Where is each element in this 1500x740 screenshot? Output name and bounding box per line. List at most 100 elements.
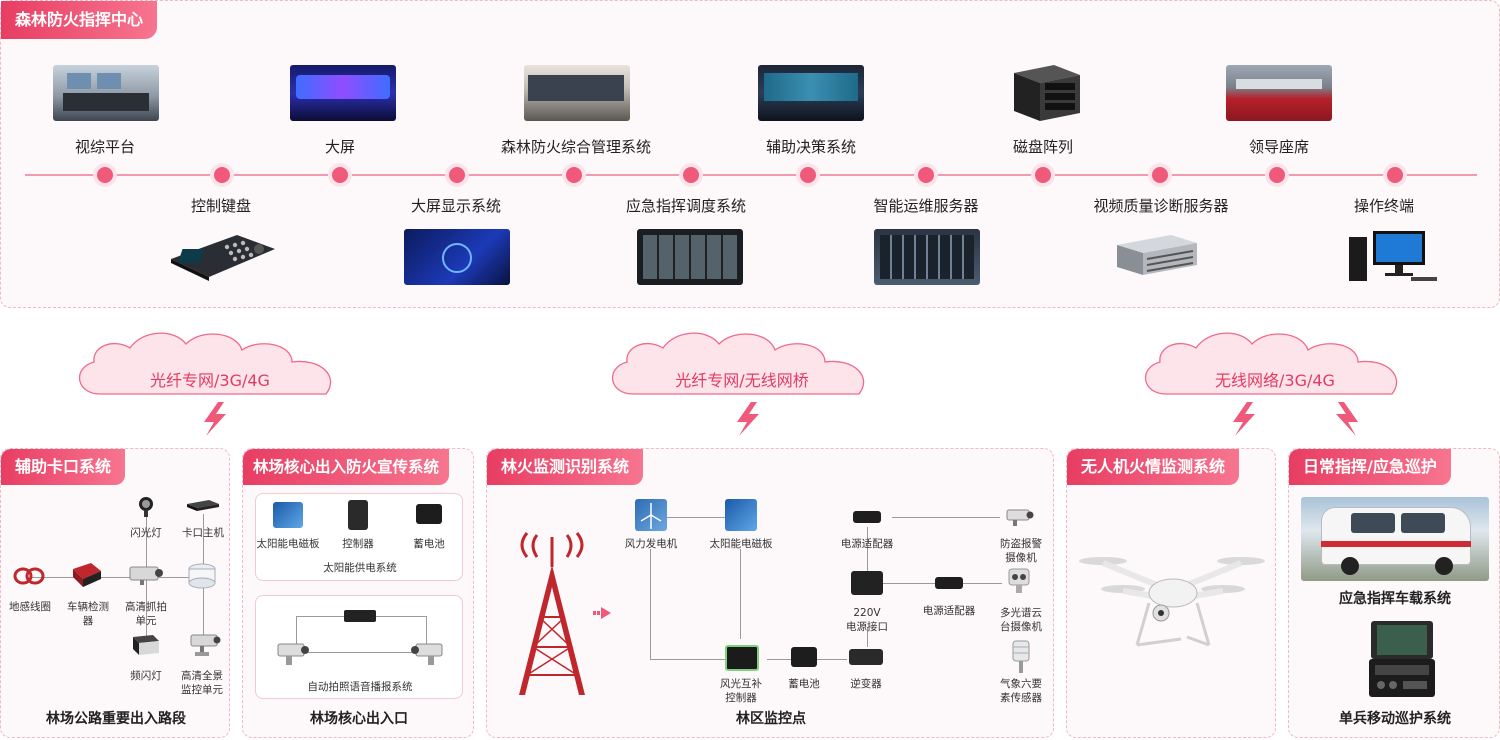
strobe-lamp-icon — [131, 633, 161, 657]
control-keyboard-image — [167, 229, 277, 281]
cloud-fiber-label: 光纤专网/3G/4G — [150, 371, 270, 390]
label-screen-display: 大屏显示系统 — [410, 197, 501, 215]
timeline-dot — [332, 167, 348, 183]
patrol-panel: 日常指挥/应急巡护 应急指挥车载系统 单兵移动巡护系统 — [1288, 448, 1500, 738]
cloud-bridge-icon — [611, 332, 865, 395]
checkpoint-title: 辅助卡口系统 — [1, 449, 126, 485]
timeline-dot — [214, 167, 230, 183]
timeline-dot — [1152, 167, 1168, 183]
label-mobile-patrol: 单兵移动巡护系统 — [1339, 711, 1451, 727]
emergency-dispatch-image — [637, 229, 743, 285]
label-multispectral-camera: 多光谱云 台摄像机 — [1000, 607, 1042, 633]
ops-server-image — [874, 229, 980, 285]
label-leader-seats: 领导座席 — [1248, 138, 1309, 156]
decision-support-image — [758, 65, 864, 121]
mobile-patrol-kit-image — [1367, 619, 1437, 701]
alarm-camera-icon — [1005, 507, 1035, 527]
leader-seats-image — [1226, 65, 1332, 121]
controller-icon — [348, 500, 368, 530]
checkpoint-panel: 辅助卡口系统 地感线圈 车辆检测 器 高清抓拍 单元 闪光灯 卡口主机 频闪灯 … — [0, 448, 230, 738]
solar-supply-caption: 太阳能供电系统 — [323, 562, 397, 574]
checkpoint-host-icon — [185, 497, 221, 511]
screen-display-image — [404, 229, 510, 285]
label-decision-support: 辅助决策系统 — [765, 138, 856, 156]
firemon-panel: 林火监测识别系统 风力发电机 太阳能电磁板 电源适配器 防盗报警 摄像机 220… — [486, 448, 1054, 738]
hybrid-controller-icon — [725, 645, 759, 671]
big-screen-image — [290, 65, 396, 121]
timeline-dot — [449, 167, 465, 183]
signal-bolt-icon — [737, 402, 759, 436]
label-solar-board: 太阳能电磁板 — [709, 538, 773, 550]
label-ops-server: 智能运维服务器 — [873, 197, 979, 215]
promo-panel: 林场核心出入防火宣传系统 太阳能电磁板 控制器 蓄电池 太阳能供电系统 自动拍照… — [242, 448, 474, 738]
promo-title: 林场核心出入防火宣传系统 — [243, 449, 450, 485]
label-command-vehicle: 应急指挥车载系统 — [1339, 591, 1451, 607]
label-checkpoint-host: 卡口主机 — [182, 527, 224, 539]
label-terminal: 操作终端 — [1353, 197, 1414, 215]
cloud-wireless-label: 无线网络/3G/4G — [1215, 371, 1335, 390]
signal-bolt-icon — [204, 402, 226, 436]
label-controller: 控制器 — [342, 538, 374, 550]
broadcast-camera-left-icon — [276, 642, 312, 666]
timeline-dot — [1387, 167, 1403, 183]
fill-light-icon — [187, 561, 217, 591]
battery-icon — [416, 504, 442, 524]
label-control-keyboard: 控制键盘 — [190, 197, 251, 215]
solar-board-icon — [725, 499, 757, 531]
signal-bolt-icon — [1233, 402, 1255, 436]
label-big-screen: 大屏 — [324, 138, 355, 156]
ground-loop-icon — [13, 567, 47, 585]
patrol-title: 日常指挥/应急巡护 — [1289, 449, 1451, 485]
weather-sensor-icon — [1007, 639, 1035, 673]
label-alarm-camera: 防盗报警 摄像机 — [1000, 538, 1042, 564]
solar-panel-icon — [273, 502, 303, 528]
uav-panel: 无人机火情监测系统 — [1066, 448, 1276, 738]
timeline-dot — [683, 167, 699, 183]
label-wind-generator: 风力发电机 — [624, 538, 678, 550]
label-flash-lamp: 闪光灯 — [130, 527, 162, 539]
signal-bolt-icon — [1336, 402, 1358, 436]
cloud-bridge-label: 光纤专网/无线网桥 — [675, 371, 809, 390]
cloud-wireless-icon — [1144, 332, 1398, 395]
label-storage-battery: 蓄电池 — [788, 678, 820, 690]
operation-terminal-image — [1347, 229, 1443, 283]
label-solar-panel: 太阳能电磁板 — [256, 538, 320, 550]
audio-broadcast-box: 自动拍照语音播报系统 — [255, 595, 463, 699]
panorama-camera-icon — [187, 631, 221, 659]
storage-battery-icon — [791, 647, 817, 667]
label-power-220v: 220V 电源接口 — [846, 607, 888, 633]
multispectral-camera-icon — [1005, 567, 1035, 595]
label-video-platform: 视综平台 — [74, 138, 135, 156]
adapter-top-icon — [853, 511, 881, 523]
audio-host-icon — [344, 610, 376, 622]
power-220v-icon — [851, 571, 883, 595]
firemon-title: 林火监测识别系统 — [487, 449, 644, 485]
label-strobe-lamp: 频闪灯 — [130, 670, 162, 682]
vehicle-detector-icon — [71, 561, 103, 589]
solar-supply-box: 太阳能电磁板 控制器 蓄电池 太阳能供电系统 — [255, 493, 463, 581]
label-fire-management: 森林防火综合管理系统 — [500, 138, 651, 156]
command-center-title: 森林防火指挥中心 — [1, 1, 158, 39]
signal-tower-icon — [519, 532, 585, 695]
drone-icon — [1079, 557, 1265, 647]
fire-management-image — [524, 65, 630, 121]
hd-capture-camera-icon — [128, 563, 164, 585]
timeline-dot — [1035, 167, 1051, 183]
timeline-line — [25, 174, 1477, 176]
label-disk-array: 磁盘阵列 — [1012, 138, 1073, 156]
checkpoint-footer: 林场公路重要出入路段 — [46, 711, 186, 727]
label-vehicle-detector: 车辆检测 器 — [67, 601, 109, 627]
label-adapter-mid: 电源适配器 — [922, 605, 976, 617]
uav-title: 无人机火情监测系统 — [1067, 449, 1240, 485]
timeline-dot — [800, 167, 816, 183]
timeline-dot — [566, 167, 582, 183]
label-battery: 蓄电池 — [413, 538, 445, 550]
timeline-dot — [97, 167, 113, 183]
flash-lamp-icon — [135, 495, 157, 517]
label-ground-loop: 地感线圈 — [9, 601, 51, 613]
command-center-panel: 森林防火指挥中心 视综平台 大屏 森林防 — [0, 0, 1500, 308]
audio-broadcast-caption: 自动拍照语音播报系统 — [307, 681, 413, 693]
disk-array-image — [1010, 63, 1082, 123]
cloud-fiber-icon — [78, 332, 332, 395]
timeline-dot — [1269, 167, 1285, 183]
